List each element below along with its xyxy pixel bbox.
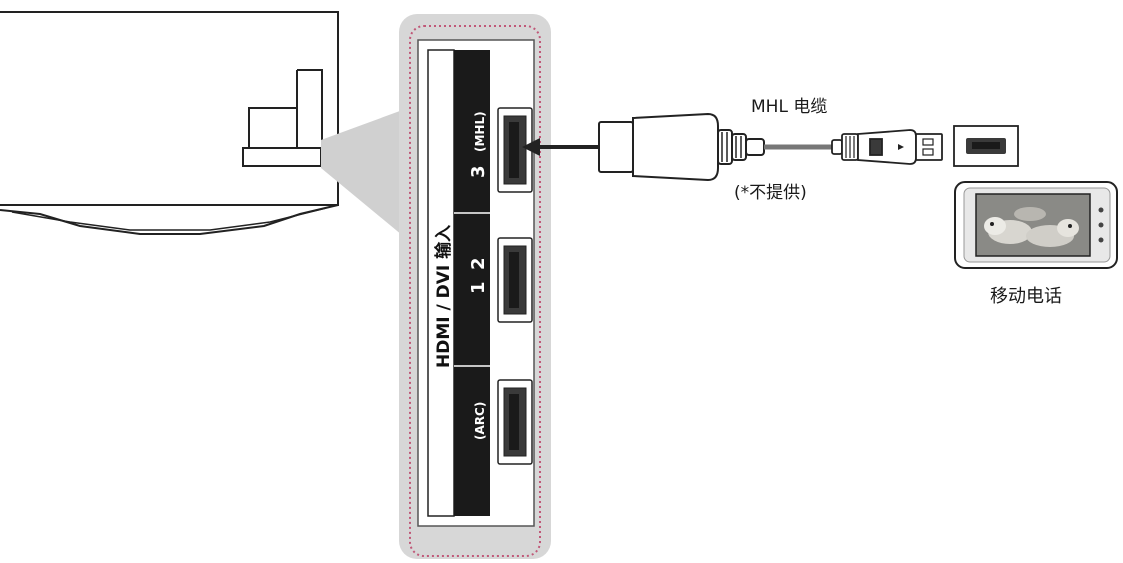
port-1-tag: (ARC) (473, 402, 487, 440)
port-3-number: 3 (468, 165, 489, 178)
tv-icon (0, 11, 339, 235)
port-1-number: 1 (468, 281, 489, 294)
mobile-phone-icon (954, 181, 1118, 269)
hdmi-port-icon (497, 379, 533, 465)
micro-usb-plug-icon (831, 129, 943, 165)
hdmi-port-icon (497, 107, 533, 193)
port-2-number: 2 (468, 257, 489, 270)
label-strip (454, 50, 490, 516)
usb-port-icon (953, 125, 1019, 167)
hdmi-group-label: HDMI / DVI 输入 (433, 225, 454, 368)
port-panel-border (409, 25, 541, 557)
hdmi-port-icon (497, 237, 533, 323)
arrow-icon (522, 138, 598, 156)
cable-note: (*不提供) (734, 183, 807, 203)
cable-label: MHL 电缆 (751, 97, 828, 117)
zoom-callout (321, 108, 408, 240)
hdmi-plug-icon (598, 112, 765, 182)
port-3-tag: (MHL) (473, 111, 487, 152)
device-label: 移动电话 (990, 286, 1062, 307)
